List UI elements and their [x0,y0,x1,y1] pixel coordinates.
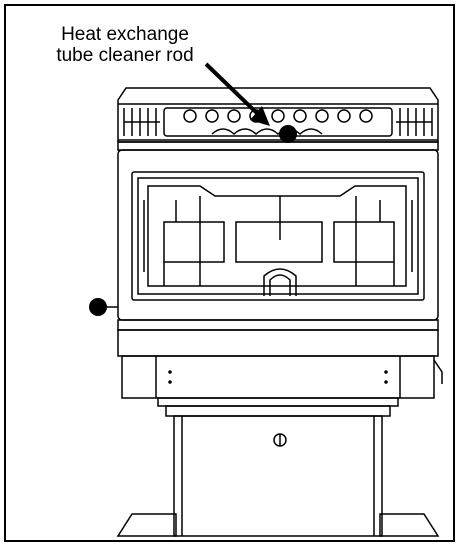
callout-line-2: tube cleaner rod [56,45,194,66]
base-foot-left [116,513,177,537]
callout-label: Heat exchange tube cleaner rod [30,24,220,66]
firebox-panels [163,196,395,296]
base-foot-right [379,513,440,537]
heat-exchange-tubes [183,109,373,136]
door-frame [131,171,425,301]
lower-band [117,329,439,357]
top-grille-left [123,108,160,136]
top-grille-right [396,108,433,136]
side-marker-dot [89,298,107,316]
pedestal [173,415,383,537]
stove-body [116,87,443,537]
ash-drawer [121,355,435,399]
rod-marker-dot [279,125,297,143]
callout-arrow [204,62,270,126]
tube-panel [163,107,393,137]
outer-border [4,4,455,542]
callout-line-1: Heat exchange [61,24,189,45]
circle-slot-icon [273,433,287,447]
burn-pot [263,268,297,296]
door-glass [137,177,419,295]
